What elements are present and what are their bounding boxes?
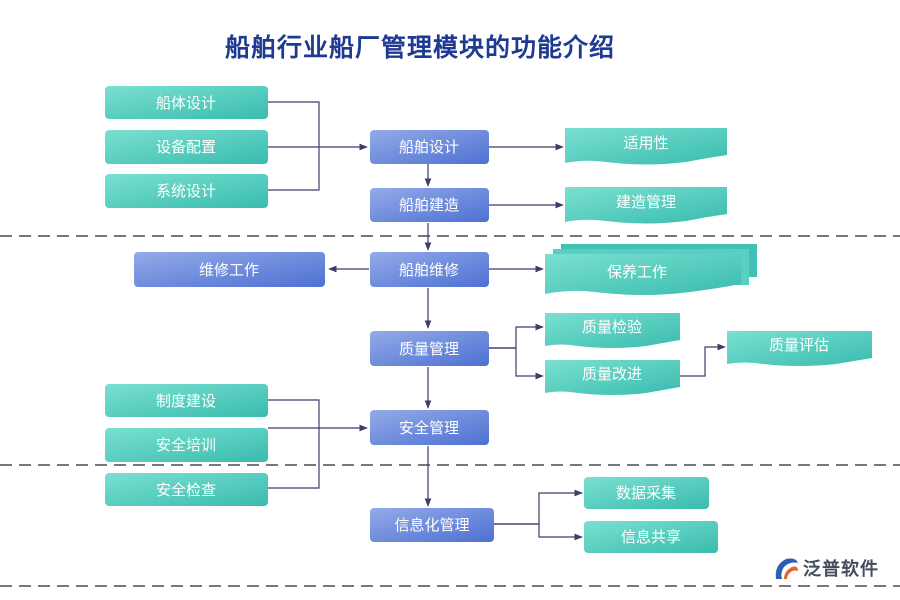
node-safety-training-label: 安全培训 (156, 436, 216, 454)
node-upkeep-work: 保养工作 (545, 244, 757, 295)
page-title: 船舶行业船厂管理模块的功能介绍 (224, 33, 615, 62)
left-group-design-inputs: 船体设计 设备配置 系统设计 (105, 86, 268, 208)
node-hull-design-label: 船体设计 (156, 94, 216, 112)
info-outputs: 数据采集 信息共享 (584, 477, 718, 553)
build-output: 建造管理 (565, 187, 727, 224)
design-output: 适用性 (565, 128, 727, 165)
node-ship-design (370, 130, 489, 164)
node-safety-inspection (105, 473, 268, 506)
node-quality-management (370, 331, 489, 366)
node-system-building (105, 384, 268, 417)
node-build-management-label: 建造管理 (616, 193, 676, 211)
node-repair-work-label: 维修工作 (199, 261, 259, 279)
main-flow: 船舶设计 船舶建造 船舶维修 质量管理 安全管理 信息化管理 (370, 130, 494, 542)
node-applicability-label: 适用性 (623, 134, 668, 152)
node-safety-inspection-label: 安全检查 (156, 481, 216, 499)
node-equipment-config (105, 130, 268, 164)
node-hull-design (105, 86, 268, 119)
node-quality-improvement-label: 质量改进 (582, 365, 642, 383)
node-quality-evaluation (727, 331, 872, 366)
node-quality-management-label: 质量管理 (399, 340, 459, 358)
node-safety-management-label: 安全管理 (399, 419, 459, 437)
quality-outputs: 质量检验 质量改进 (545, 313, 680, 395)
quality-eval-output: 质量评估 (727, 331, 872, 366)
node-applicability (565, 128, 727, 165)
node-quality-improvement (545, 360, 680, 395)
node-ship-maintenance (370, 252, 489, 287)
node-build-management (565, 187, 727, 224)
brand-logo-icon (775, 558, 798, 579)
node-quality-inspection-label: 质量检验 (582, 318, 642, 336)
node-ship-build (370, 188, 489, 222)
node-system-design-label: 系统设计 (156, 182, 216, 200)
node-info-management-label: 信息化管理 (394, 516, 469, 534)
left-group-safety-inputs: 制度建设 安全培训 安全检查 (105, 384, 268, 506)
node-safety-management (370, 410, 489, 445)
node-info-sharing (584, 521, 718, 553)
brand-logo: 泛普软件 (770, 553, 898, 589)
node-data-collection (584, 477, 709, 509)
node-system-building-label: 制度建设 (156, 392, 216, 410)
node-ship-maintenance-label: 船舶维修 (399, 261, 459, 279)
node-info-sharing-label: 信息共享 (621, 528, 681, 546)
node-safety-training (105, 428, 268, 462)
connectors (268, 101, 726, 541)
node-equipment-config-label: 设备配置 (156, 138, 216, 156)
node-ship-build-label: 船舶建造 (399, 196, 459, 214)
node-info-management (370, 508, 494, 542)
node-quality-evaluation-label: 质量评估 (769, 336, 829, 354)
node-system-design (105, 174, 268, 208)
node-data-collection-label: 数据采集 (616, 484, 676, 502)
node-quality-inspection (545, 313, 680, 348)
node-repair-work (134, 252, 325, 287)
node-upkeep-work-label: 保养工作 (607, 263, 667, 281)
brand-logo-text: 泛普软件 (803, 559, 879, 580)
node-ship-design-label: 船舶设计 (399, 138, 459, 156)
